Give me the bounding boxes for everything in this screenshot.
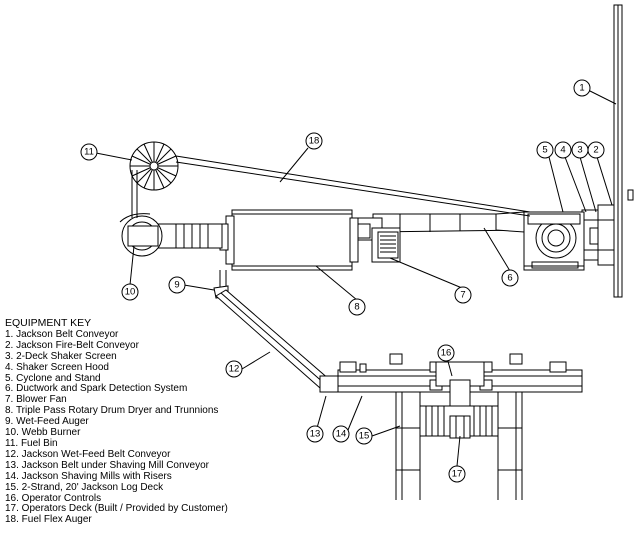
callout-16: 16 [437, 344, 455, 362]
svg-text:18: 18 [309, 136, 320, 147]
callout-11: 11 [80, 143, 98, 161]
callout-2: 2 [587, 141, 605, 159]
key-item: 12. Jackson Wet-Feed Belt Conveyor [5, 448, 171, 460]
key-item: 11. Fuel Bin [5, 437, 58, 449]
key-item: 3. 2-Deck Shaker Screen [5, 350, 117, 362]
callout-6: 6 [501, 269, 519, 287]
key-item: 7. Blower Fan [5, 394, 67, 406]
key-item: 15. 2-Strand, 20' Jackson Log Deck [5, 481, 164, 493]
blower-fan [355, 217, 401, 263]
key-item: 14. Jackson Shaving Mills with Risers [5, 470, 172, 482]
svg-text:10: 10 [125, 287, 136, 298]
svg-text:15: 15 [359, 431, 370, 442]
callout-1: 1 [573, 79, 591, 97]
callout-13: 13 [306, 425, 324, 443]
fuel-flex-auger [175, 155, 531, 217]
key-item: 16. Operator Controls [5, 492, 102, 504]
svg-text:4: 4 [560, 145, 565, 156]
callout-18: 18 [305, 132, 323, 150]
svg-text:17: 17 [452, 469, 463, 480]
fuel-bin [129, 141, 179, 218]
key-item: 17. Operators Deck (Built / Provided by … [5, 503, 228, 515]
callout-14: 14 [332, 425, 350, 443]
equipment-key-title: EQUIPMENT KEY [5, 317, 92, 329]
svg-text:7: 7 [460, 290, 465, 301]
shaving-mill-area [319, 353, 583, 500]
callout-9: 9 [168, 276, 186, 294]
callout-10: 10 [121, 283, 139, 301]
callout-4: 4 [554, 141, 572, 159]
svg-text:12: 12 [229, 364, 240, 375]
callout-15: 15 [355, 427, 373, 445]
callout-7: 7 [454, 286, 472, 304]
key-item: 1. Jackson Belt Conveyor [5, 328, 119, 340]
callout-8: 8 [348, 298, 366, 316]
svg-text:16: 16 [441, 348, 452, 359]
svg-text:13: 13 [310, 429, 321, 440]
key-item: 4. Shaker Screen Hood [5, 361, 109, 373]
key-item: 8. Triple Pass Rotary Drum Dryer and Tru… [5, 405, 219, 417]
rotary-drum-dryer [219, 209, 359, 271]
key-item: 5. Cyclone and Stand [5, 372, 101, 384]
key-item: 18. Fuel Flex Auger [5, 514, 92, 526]
key-item: 6. Ductwork and Spark Detection System [5, 383, 188, 395]
svg-text:11: 11 [84, 147, 94, 158]
key-item: 2. Jackson Fire-Belt Conveyor [5, 339, 139, 351]
svg-text:9: 9 [174, 280, 179, 291]
callout-12: 12 [225, 360, 243, 378]
svg-text:1: 1 [579, 83, 584, 94]
callout-17: 17 [448, 465, 466, 483]
key-item: 10. Webb Burner [5, 427, 81, 439]
equipment-key: EQUIPMENT KEY 1. Jackson Belt Conveyor 2… [5, 318, 228, 526]
svg-text:2: 2 [593, 145, 598, 156]
svg-text:6: 6 [507, 273, 512, 284]
shaker-screen [581, 204, 615, 266]
svg-text:14: 14 [336, 429, 347, 440]
key-item: 13. Jackson Belt under Shaving Mill Conv… [5, 459, 209, 471]
callout-3: 3 [571, 141, 589, 159]
svg-text:8: 8 [354, 302, 359, 313]
svg-text:5: 5 [542, 145, 547, 156]
callout-5: 5 [536, 141, 554, 159]
cyclone-and-stand [523, 211, 585, 271]
belt-conveyor [613, 4, 634, 298]
webb-burner [119, 213, 223, 257]
key-item: 9. Wet-Feed Auger [5, 416, 89, 428]
leader-lines [95, 89, 617, 467]
svg-text:3: 3 [577, 145, 582, 156]
